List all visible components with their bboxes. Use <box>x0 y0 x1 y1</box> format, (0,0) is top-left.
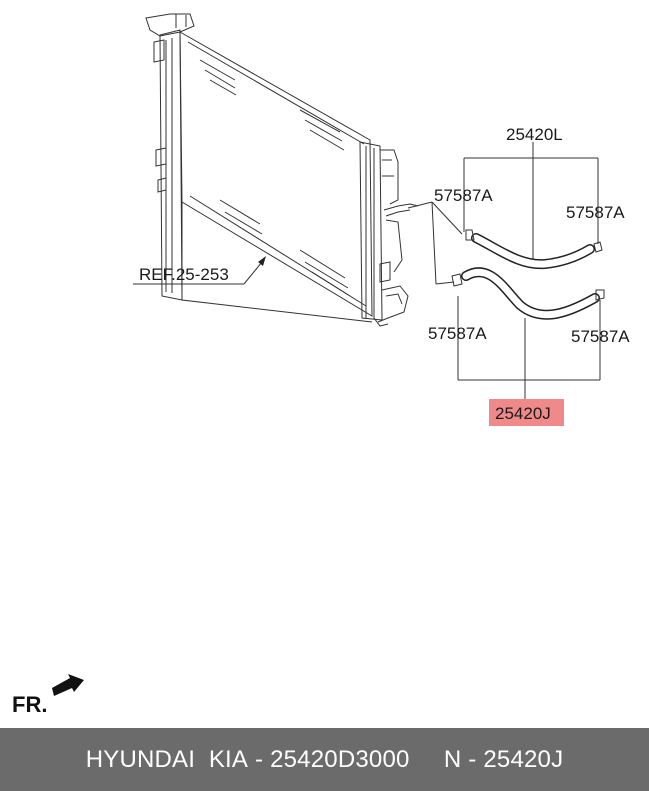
clamp-top-right-label: 57587A <box>566 203 625 222</box>
highlight-box <box>489 399 564 426</box>
clamp-bottom-left-label: 57587A <box>428 324 487 343</box>
clamp-top-left-label: 57587A <box>434 186 493 205</box>
reference-label: REF.25-253 <box>139 265 229 284</box>
clamp-bottom-right-label: 57587A <box>571 327 630 346</box>
hose-lower <box>451 267 605 320</box>
hose-upper <box>465 229 603 270</box>
radiator-assembly <box>145 13 419 327</box>
footer-separator: - <box>248 745 271 773</box>
footer-brand: HYUNDAI KIA <box>85 745 249 773</box>
front-orientation-marker: FR. <box>12 674 84 717</box>
reference-callout: REF.25-253 <box>133 256 266 285</box>
arrow-icon <box>52 674 84 696</box>
front-label: FR. <box>12 692 47 717</box>
leader-lines <box>407 142 601 400</box>
hose-upper-label: 25420L <box>506 125 563 144</box>
footer-bar <box>0 728 649 791</box>
footer-ref-number: N - 25420J <box>443 745 564 773</box>
footer: HYUNDAI KIA - 25420D3000 N - 25420J <box>0 728 649 791</box>
hose-lower-label: 25420J <box>495 404 551 423</box>
footer-part-number: 25420D3000 <box>270 745 410 773</box>
